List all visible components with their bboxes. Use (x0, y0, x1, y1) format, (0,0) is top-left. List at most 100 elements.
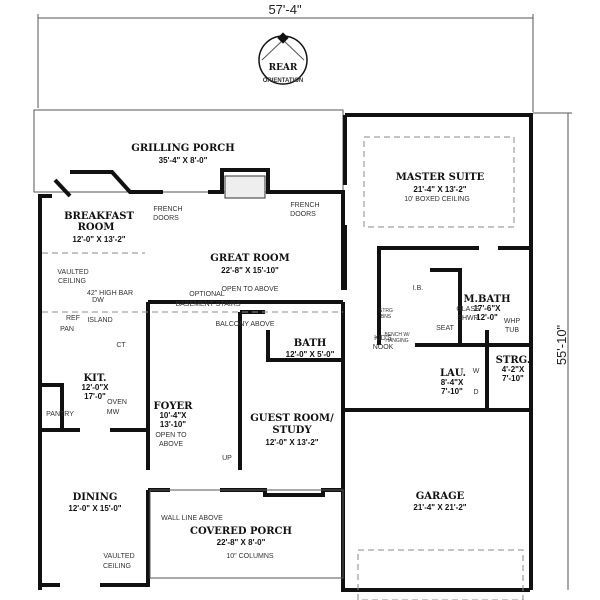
room-breakfast: BREAKFAST ROOM 12'-0" X 13'-2" (64, 211, 134, 244)
plan-label: PANTRY (46, 411, 74, 418)
fireplace (224, 175, 266, 199)
plan-label: MASTER SUITE (396, 172, 485, 183)
dimension-lines: 57'-4" 55'-10" (37, 2, 572, 590)
plan-label: GLASS (456, 306, 480, 313)
plan-label: REF (66, 315, 80, 322)
plan-label: GREAT ROOM (210, 253, 289, 264)
plan-label: KID'S (374, 335, 392, 342)
plan-label: 12'-0" X 13'-2" (265, 438, 318, 447)
plan-label: M.BATH (463, 294, 510, 305)
plan-label: 10'-4"X (159, 411, 187, 420)
plan-label: MW (107, 409, 120, 416)
plan-label: 8'-4"X (441, 378, 464, 387)
room-storage: STRG. 4'-2"X 7'-10" (496, 355, 531, 383)
room-great-room: GREAT ROOM 22'-8" X 15'-10" OPEN TO ABOV… (210, 253, 289, 293)
orientation-compass: REAR ORIENTATION (258, 32, 308, 85)
plan-label: OPEN TO ABOVE (222, 286, 279, 293)
plan-label: 22'-8" X 15'-10" (221, 266, 279, 275)
plan-label: CT (116, 342, 126, 349)
plan-label: 13'-10" (160, 420, 186, 429)
plan-label: HANGING (385, 338, 408, 344)
plan-label: 12'-0" X 5'-0" (286, 350, 335, 359)
room-foyer: FOYER 10'-4"X 13'-10" OPEN TO ABOVE (154, 401, 194, 448)
plan-label: PAN (60, 326, 74, 333)
compass-orientation-label: ORIENTATION (263, 78, 303, 84)
width-dimension: 57'-4" (268, 2, 302, 17)
plan-label: 42" HIGH BAR (87, 290, 133, 297)
room-laundry: LAU. 8'-4"X 7'-10" (440, 368, 466, 396)
plan-label: GRILLING PORCH (131, 143, 234, 154)
plan-label: SHWR (457, 315, 478, 322)
plan-label: 21'-4" X 21'-2" (413, 503, 466, 512)
plan-label: FOYER (154, 401, 194, 412)
plan-label: ISLAND (87, 317, 112, 324)
dashed-ceiling-lines (42, 136, 524, 600)
room-bath: BATH 12'-0" X 5'-0" (286, 338, 335, 359)
annotations: FRENCH DOORS FRENCH DOORS VAULTED CEILIN… (46, 202, 520, 570)
plan-label: OVEN (107, 399, 127, 406)
compass-rear-label: REAR (269, 63, 298, 73)
plan-label: BALCONY ABOVE (215, 321, 274, 328)
plan-label: TUB (505, 327, 519, 334)
plan-label: STRG. (496, 355, 531, 366)
plan-label: LAU. (440, 368, 466, 379)
plan-label: 12'-0" X 13'-2" (72, 235, 125, 244)
plan-label: DOORS (290, 211, 316, 218)
plan-label: GUEST ROOM/ (250, 413, 334, 424)
plan-label: VAULTED (103, 553, 134, 560)
plan-label: 17'-0" (84, 392, 106, 401)
plan-label: CEILING (103, 563, 131, 570)
room-garage: GARAGE 21'-4" X 21'-2" (413, 491, 466, 512)
plan-label: CEILING (58, 278, 86, 285)
plan-label: 10' BOXED CEILING (404, 196, 470, 203)
room-grilling-porch: GRILLING PORCH 35'-4" X 8'-0" (131, 143, 234, 165)
depth-dimension: 55'-10" (554, 324, 569, 365)
plan-label: 7'-10" (441, 387, 463, 396)
plan-label: WALL LINE ABOVE (161, 515, 223, 522)
room-dining: DINING 12'-0" X 15'-0" (68, 492, 121, 513)
plan-label: BNS (381, 314, 392, 320)
plan-label: UP (222, 455, 232, 462)
walls (33, 109, 533, 592)
plan-label: FRENCH (153, 206, 182, 213)
plan-label: GARAGE (416, 491, 465, 502)
plan-label: 10" COLUMNS (226, 553, 274, 560)
plan-label: DINING (73, 492, 118, 503)
plan-label: OPTIONAL (189, 291, 225, 298)
plan-label: SEAT (436, 325, 454, 332)
plan-label: W (473, 368, 480, 375)
plan-label: NOOK (373, 344, 394, 351)
plan-label: ABOVE (159, 441, 183, 448)
plan-label: 7'-10" (502, 374, 524, 383)
plan-label: 4'-2"X (502, 365, 525, 374)
plan-label: DW (92, 297, 104, 304)
plan-label: 17'-6"X (473, 304, 501, 313)
plan-label: D (473, 389, 478, 396)
room-master-suite: MASTER SUITE 21'-4" X 13'-2" 10' BOXED C… (396, 172, 485, 203)
room-master-bath: M.BATH 17'-6"X 12'-0" (463, 294, 510, 322)
plan-label: 22'-8" X 8'-0" (217, 538, 266, 547)
plan-label: ROOM (78, 222, 115, 233)
plan-label: BENCH W/ (385, 332, 411, 338)
plan-label: COVERED PORCH (190, 526, 292, 537)
plan-label: BASEMENT STAIRS (175, 301, 240, 308)
plan-label: 12'-0"X (81, 383, 109, 392)
plan-label: WHP (504, 318, 521, 325)
plan-label: 12'-0" (476, 313, 498, 322)
plan-label: KIT. (83, 373, 106, 384)
plan-label: STUDY (272, 425, 312, 436)
plan-label: DOORS (153, 215, 179, 222)
plan-label: I.B. (413, 285, 424, 292)
plan-label: 35'-4" X 8'-0" (159, 156, 208, 165)
room-covered-porch: COVERED PORCH 22'-8" X 8'-0" 10" COLUMNS (190, 526, 292, 560)
plan-label: BATH (294, 338, 327, 349)
plan-label: BREAKFAST (64, 211, 134, 222)
plan-label: FRENCH (290, 202, 319, 209)
plan-label: VAULTED (57, 269, 88, 276)
plan-label: STRG (379, 308, 393, 314)
plan-label: OPEN TO (155, 432, 187, 439)
plan-label: 12'-0" X 15'-0" (68, 504, 121, 513)
room-guest-study: GUEST ROOM/ STUDY 12'-0" X 13'-2" (250, 413, 334, 447)
plan-label: 21'-4" X 13'-2" (413, 185, 466, 194)
